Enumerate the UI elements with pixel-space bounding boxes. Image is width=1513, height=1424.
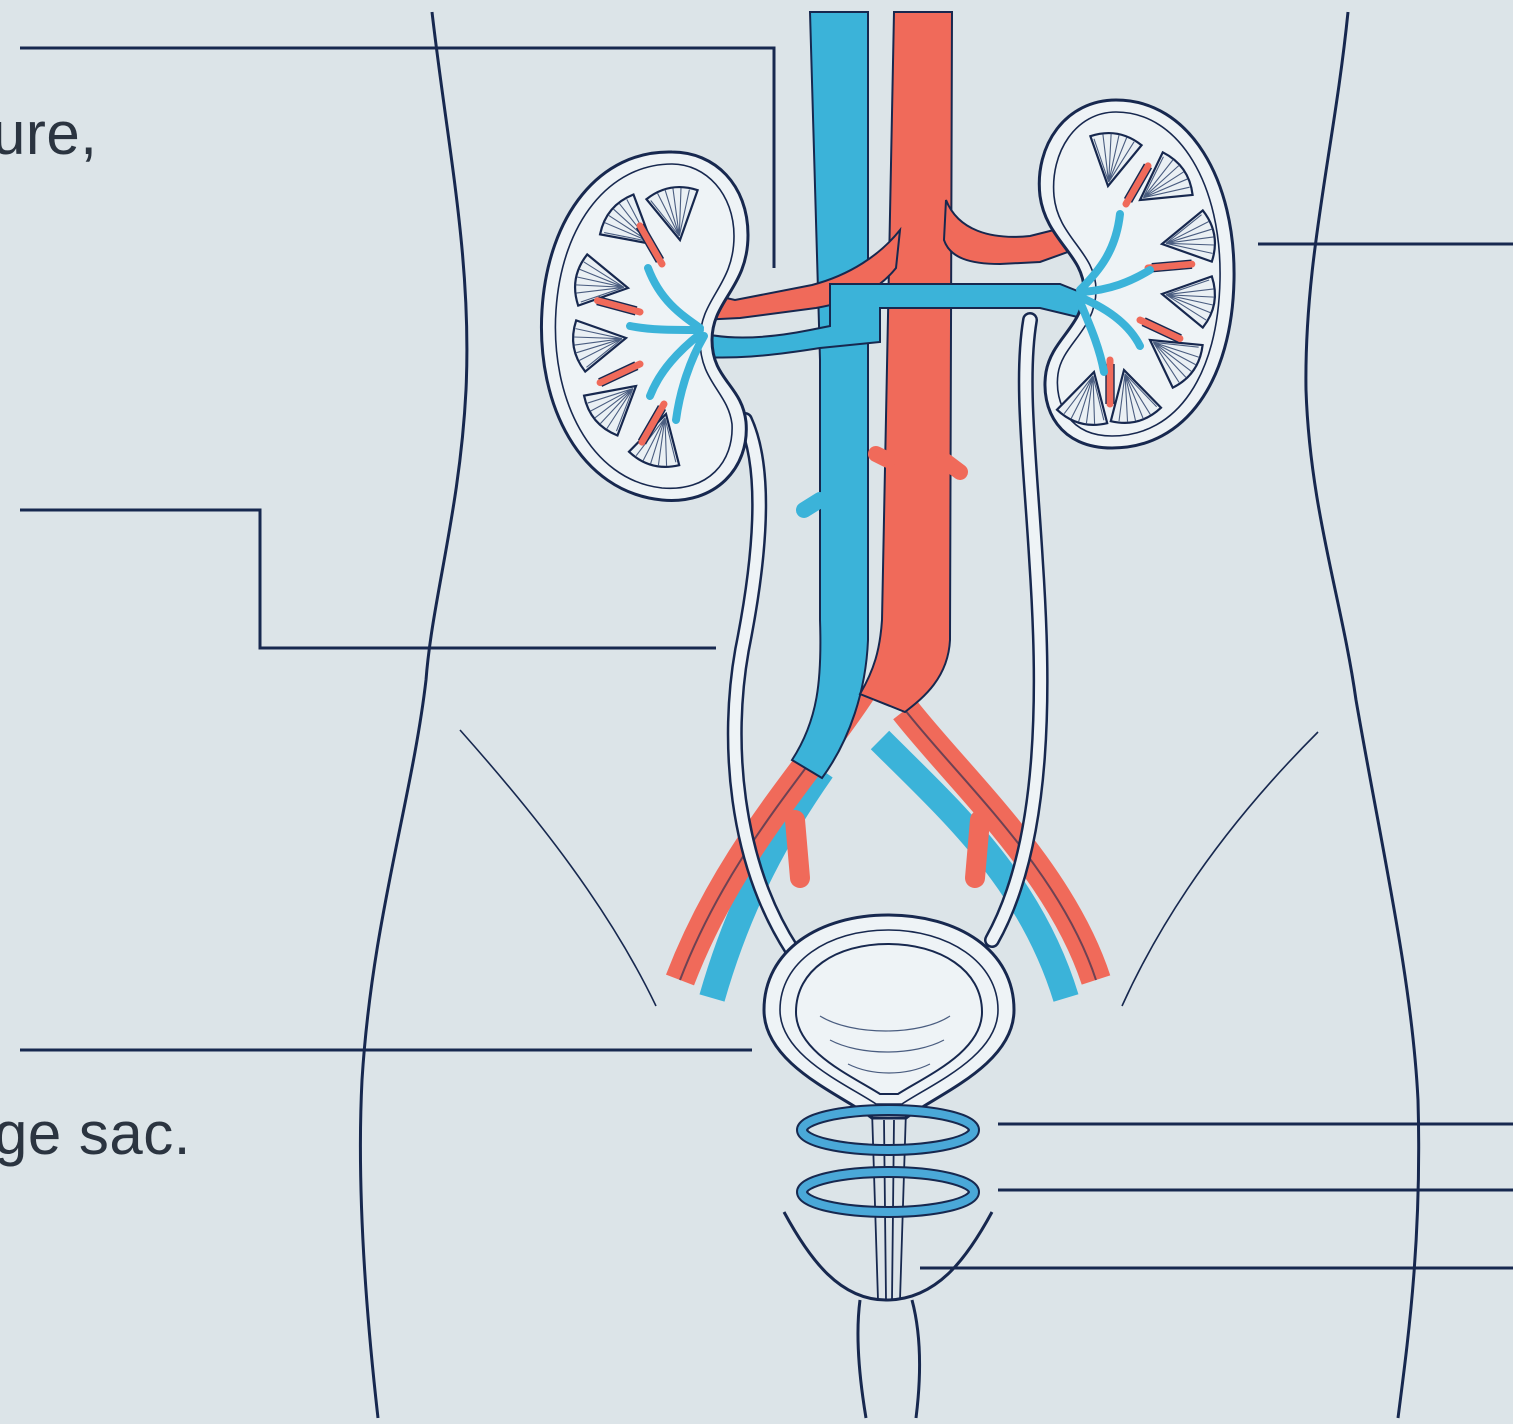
label-fragment-bottom-left: ge sac. [0,1104,191,1164]
internal-sphincter [802,1110,974,1150]
external-sphincter [802,1172,974,1212]
inferior-vena-cava [792,12,868,778]
leader-lines [20,48,1513,1268]
leader-line-ureter [20,510,716,648]
label-fragment-top-left: ure, [0,104,97,164]
urethra [872,1110,906,1300]
kidney-right [1039,100,1234,448]
pelvic-floor [784,1212,992,1300]
kidney-left [541,152,748,500]
aorta [860,12,952,712]
bladder [764,915,1014,1118]
